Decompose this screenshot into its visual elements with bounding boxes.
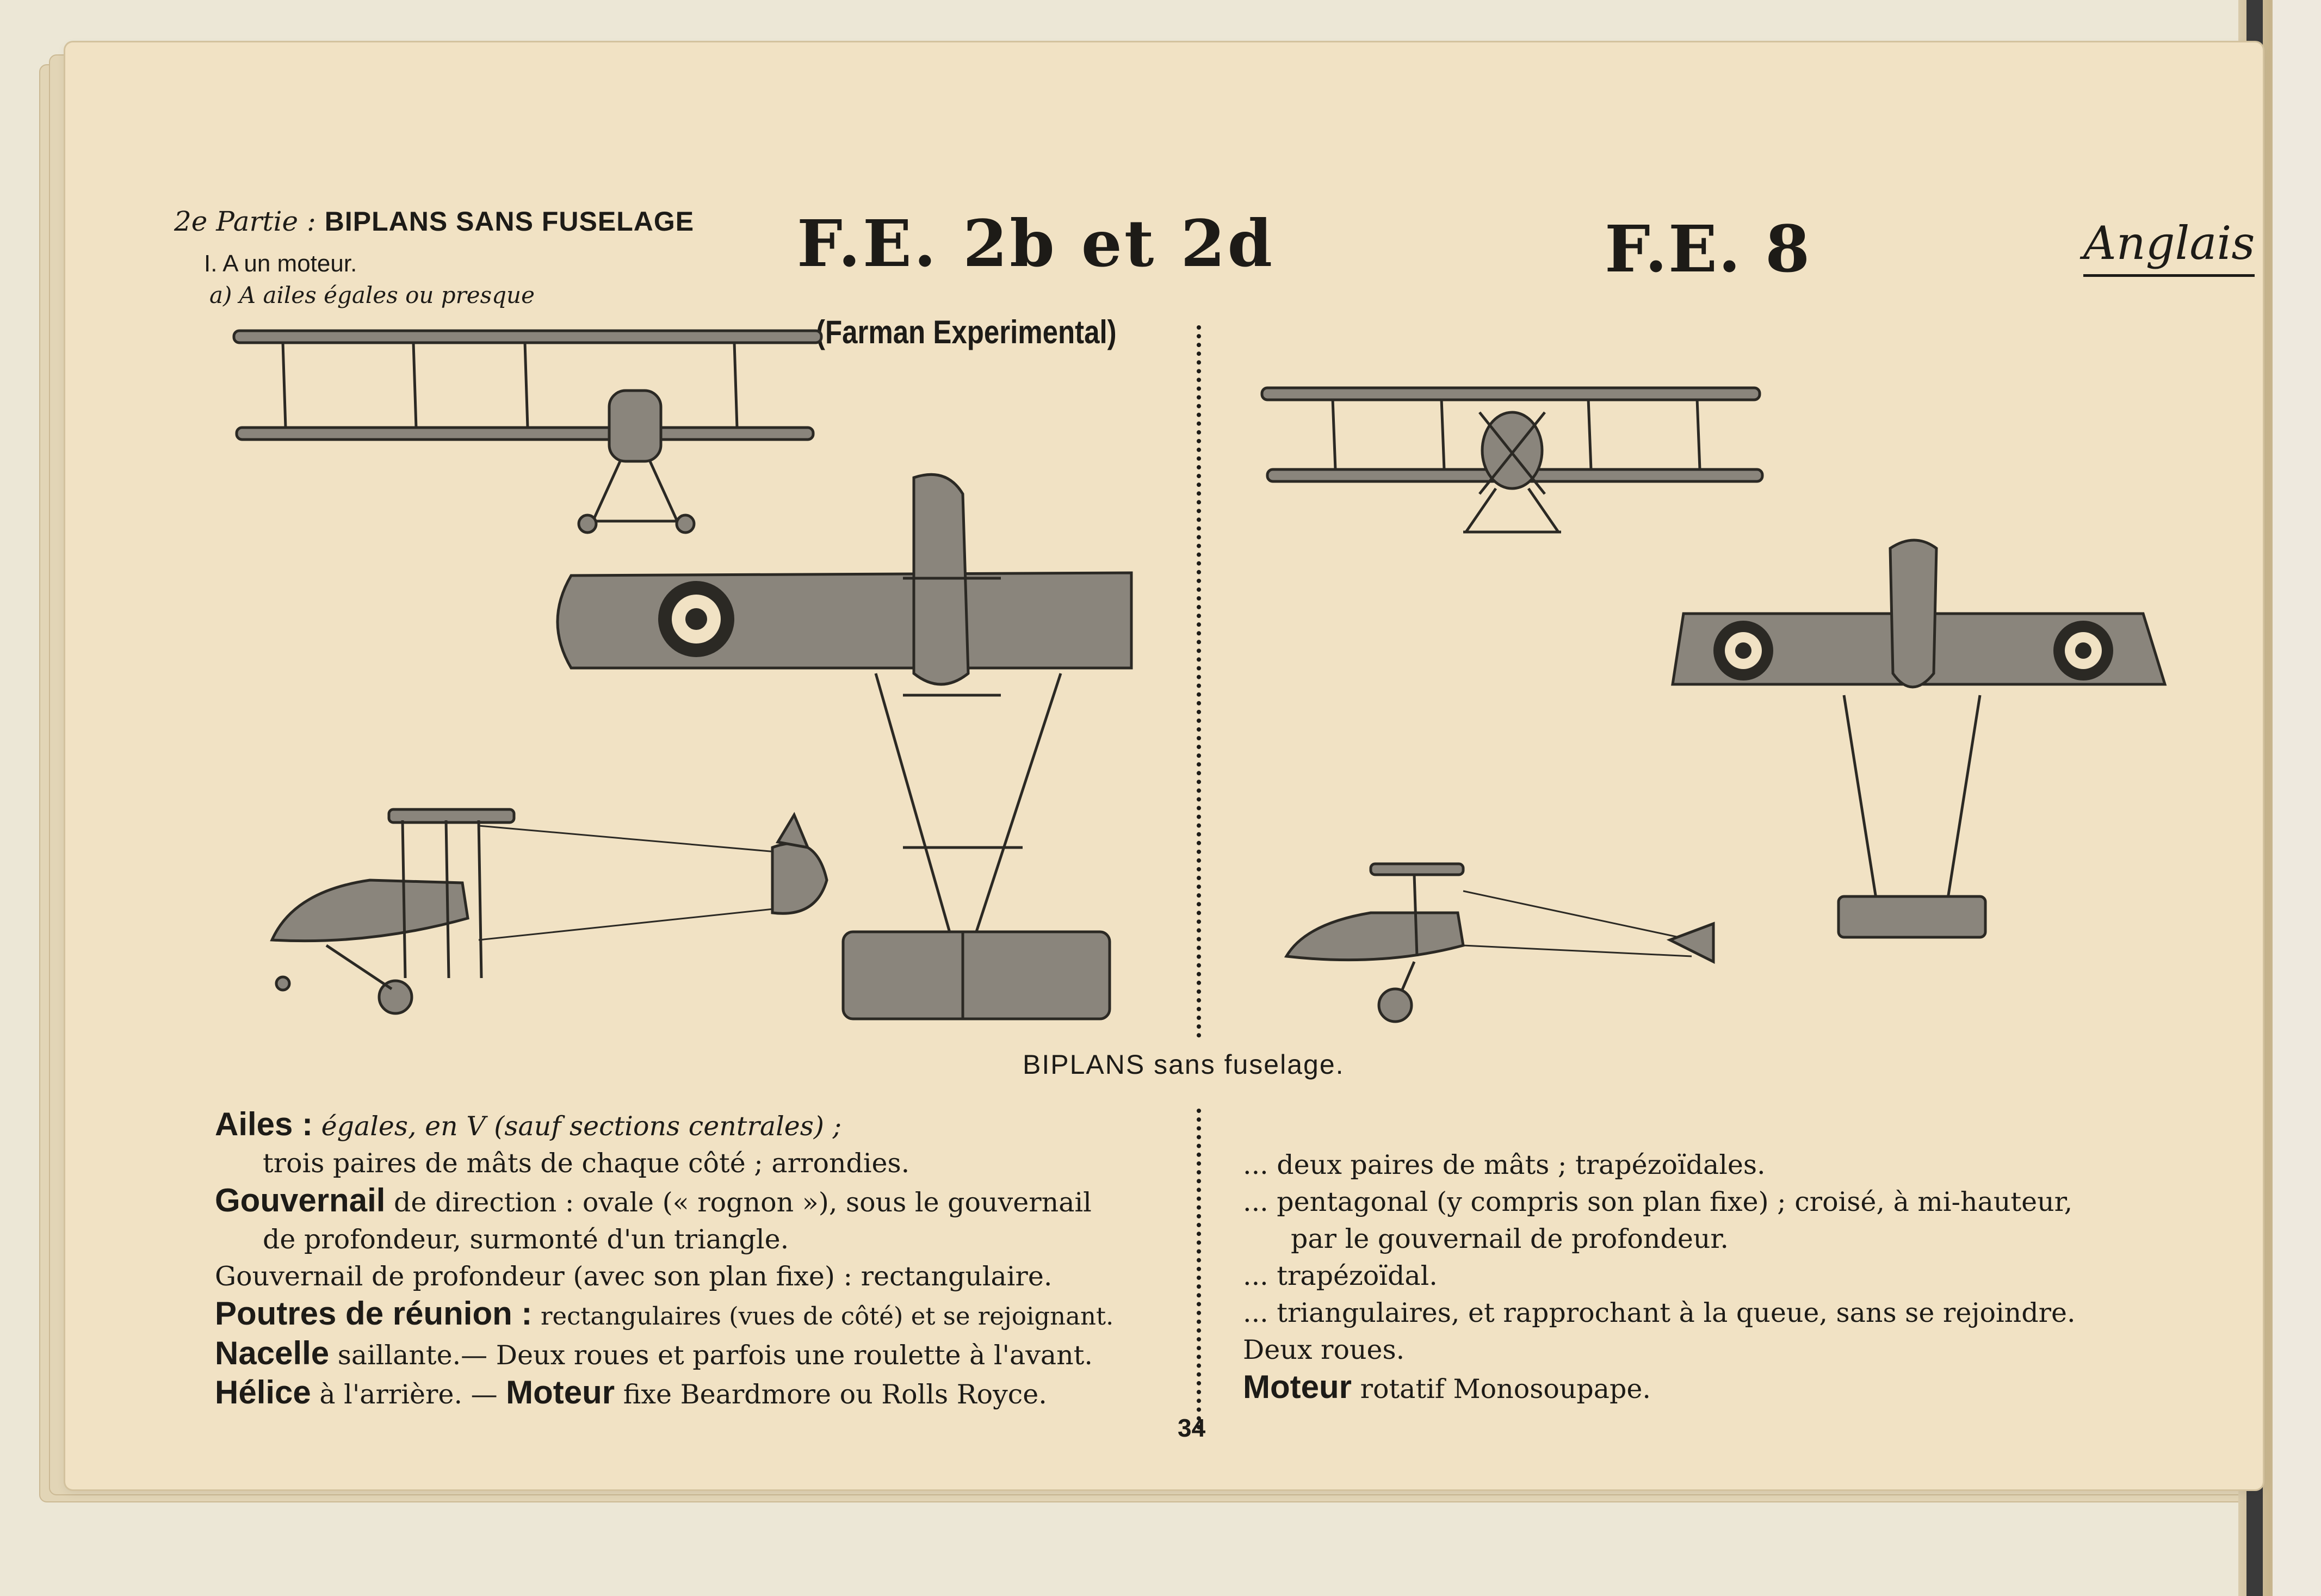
line-text: de profondeur, surmonté d'un triangle.: [263, 1224, 789, 1255]
page-number: 34: [1178, 1414, 1206, 1442]
fe8-front-view: [1260, 386, 1764, 534]
line-text: rotatif Monosoupape.: [1360, 1374, 1651, 1405]
line-text: Gouvernail de profondeur (avec son plan …: [215, 1261, 1053, 1292]
fe2b-top-view: [556, 473, 1133, 1020]
fe8-top-view: [1671, 539, 2167, 939]
book-page: 2e Partie : BIPLANS SANS FUSELAGE I. A u…: [65, 42, 2263, 1489]
description-line: Hélice à l'arrière. — Moteur fixe Beardm…: [215, 1374, 1183, 1413]
aircraft-drawings: [232, 329, 2167, 1023]
next-page-strip: [2273, 0, 2321, 1596]
part-prefix: 2e Partie :: [174, 206, 316, 237]
figure-caption: BIPLANS sans fuselage.: [1023, 1049, 1345, 1080]
subtitle: (Farman Experimental): [816, 314, 1117, 350]
description-line: ... trapézoïdal.: [1243, 1260, 1438, 1291]
section-heading: I. A un moteur.: [204, 250, 357, 277]
line-label: Ailes :: [215, 1106, 313, 1142]
description-line: Gouvernail de profondeur (avec son plan …: [215, 1258, 1183, 1295]
line-label: Poutres de réunion :: [215, 1295, 533, 1332]
description-line: Moteur rotatif Monosoupape.: [1243, 1369, 2244, 1408]
description-line: par le gouvernail de profondeur.: [1291, 1223, 1729, 1254]
description-line: ... deux paires de mâts ; trapézoïdales.: [1243, 1149, 1766, 1180]
description-line: Deux roues.: [1243, 1334, 1405, 1365]
part-title: BIPLANS SANS FUSELAGE: [324, 206, 695, 237]
line-label: Moteur: [506, 1374, 615, 1411]
line-label: Gouvernail: [215, 1182, 386, 1218]
description-line: Nacelle saillante.— Deux roues et parfoi…: [215, 1335, 1183, 1374]
line-text: de direction : ovale (« rognon »), sous …: [394, 1187, 1092, 1218]
fe2b-side-view: [270, 808, 828, 1015]
part-heading: 2e Partie : BIPLANS SANS FUSELAGE: [174, 206, 694, 237]
line-text: à l'arrière. —: [319, 1379, 498, 1410]
line-label: Hélice: [215, 1374, 311, 1411]
right-description: ... deux paires de mâts ; trapézoïdales.…: [1243, 1147, 2244, 1408]
line-label: Nacelle: [215, 1335, 330, 1371]
description-line: ... pentagonal (y compris son plan fixe)…: [1243, 1186, 2073, 1217]
line-text: fixe Beardmore ou Rolls Royce.: [623, 1379, 1047, 1410]
line-text: rectangulaires (vues de côté) et se rejo…: [540, 1302, 1114, 1331]
line-text: trois paires de mâts de chaque côté ; ar…: [263, 1148, 910, 1179]
fe2b-front-view: [232, 329, 823, 534]
line-label: Moteur: [1243, 1369, 1352, 1405]
description-line: de profondeur, surmonté d'un triangle.: [215, 1221, 1183, 1258]
line-text: saillante.— Deux roues et parfois une ro…: [337, 1340, 1093, 1371]
column-divider: [1197, 325, 1201, 1038]
description-line: ... triangulaires, et rapprochant à la q…: [1243, 1297, 2076, 1328]
description-line: Gouvernail de direction : ovale (« rogno…: [215, 1182, 1183, 1221]
main-title: F.E. 2b et 2d: [797, 206, 1275, 281]
fe8-side-view: [1284, 862, 1715, 1023]
second-title: F.E. 8: [1605, 211, 1811, 287]
subsection-heading: a) A ailes égales ou presque: [209, 282, 535, 308]
description-line: Poutres de réunion : rectangulaires (vue…: [215, 1295, 1183, 1335]
description-line: Ailes : égales, en V (sauf sections cent…: [215, 1106, 1183, 1145]
line-text: égales, en V (sauf sections centrales) ;: [321, 1111, 842, 1142]
description-line: trois paires de mâts de chaque côté ; ar…: [215, 1145, 1183, 1182]
left-description: Ailes : égales, en V (sauf sections cent…: [215, 1106, 1183, 1413]
column-divider: [1197, 1109, 1201, 1430]
nationality-label: Anglais: [2083, 216, 2255, 277]
